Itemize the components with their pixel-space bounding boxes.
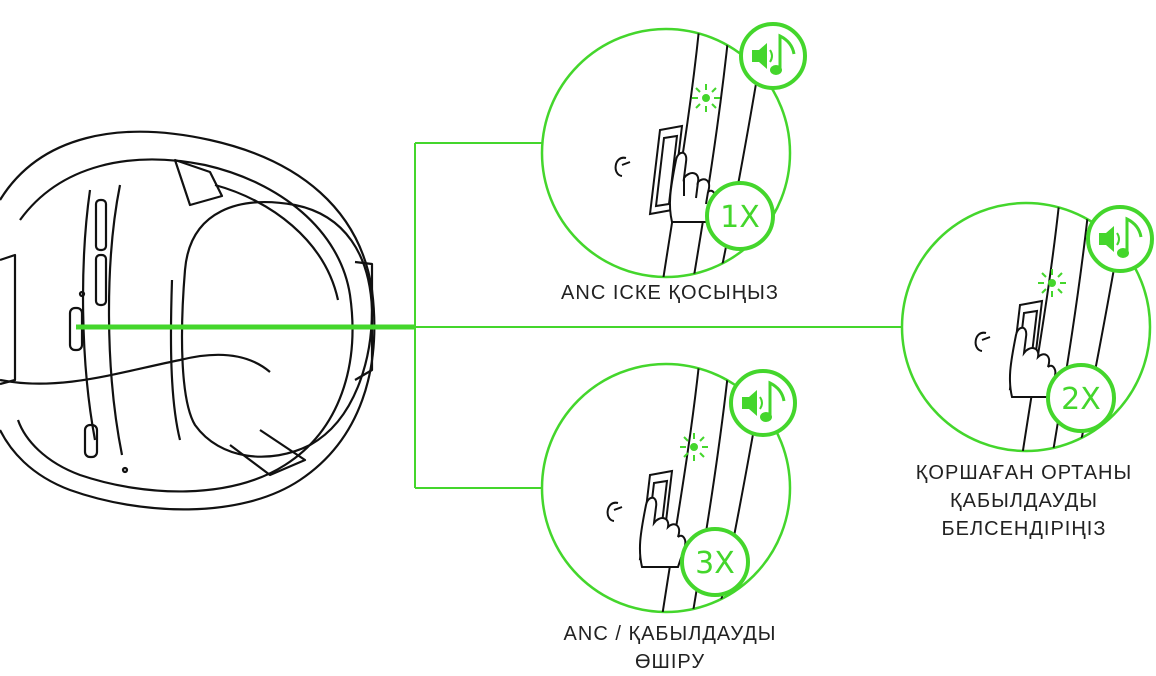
detail-circle-2x: 2X — [900, 201, 1154, 453]
step-1-label: ANC ІСКЕ ҚОСЫҢЫЗ — [560, 279, 780, 307]
led-blink-icon — [1038, 269, 1066, 297]
step-3-label: ANC / ҚАБЫЛДАУДЫ ӨШІРУ — [520, 620, 820, 676]
step-3-label-line-2: ӨШІРУ — [634, 651, 706, 673]
step-2-label-line-2: ҚАБЫЛДАУДЫ — [949, 490, 1098, 512]
led-blink-icon — [692, 84, 720, 112]
step-2-label-line-1: ҚОРШАҒАН ОРТАНЫ — [915, 462, 1133, 484]
step-2-label-line-3: БЕЛСЕНДІРІҢІЗ — [941, 518, 1107, 540]
connector-lines — [76, 142, 903, 489]
step-1-label-text: ANC ІСКЕ ҚОСЫҢЫЗ — [561, 282, 779, 304]
speaker-music-icon — [739, 22, 807, 90]
press-count-badge: 3X — [680, 527, 750, 597]
press-count-badge: 1X — [705, 181, 775, 251]
press-count: 1X — [720, 200, 760, 235]
speaker-music-icon — [729, 369, 797, 437]
detail-circle-1x: 1X — [540, 22, 807, 279]
step-3-label-line-1: ANC / ҚАБЫЛДАУДЫ — [563, 623, 777, 645]
press-count-badge: 2X — [1046, 363, 1116, 433]
detail-circle-3x: 3X — [540, 362, 797, 614]
led-blink-icon — [680, 433, 708, 461]
press-count: 2X — [1061, 382, 1101, 417]
headphone-earcup — [0, 130, 376, 511]
press-count: 3X — [695, 546, 735, 581]
step-2-label: ҚОРШАҒАН ОРТАНЫ ҚАБЫЛДАУДЫ БЕЛСЕНДІРІҢІЗ — [896, 459, 1152, 543]
speaker-music-icon — [1086, 205, 1154, 273]
